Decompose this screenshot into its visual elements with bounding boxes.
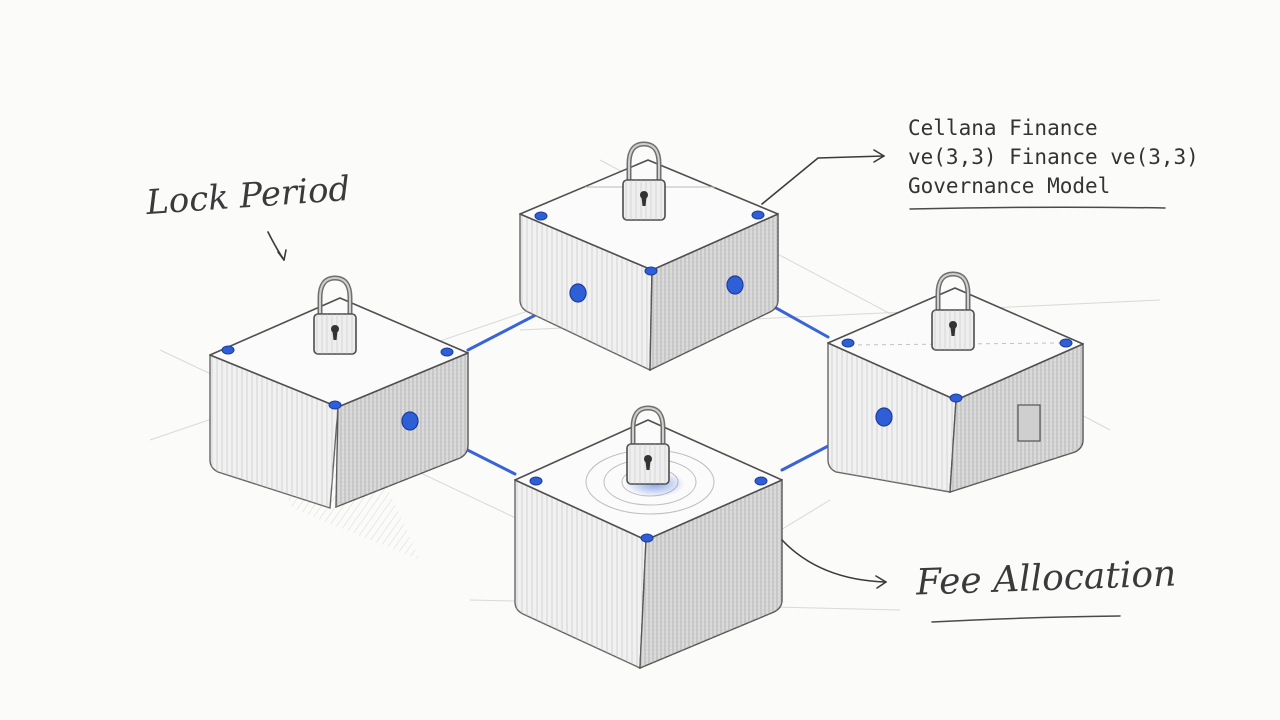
title-line-2: ve(3,3) Finance ve(3,3): [908, 145, 1199, 169]
annotation-arrows: [267, 149, 887, 589]
module-box-left: [209, 278, 469, 560]
padlock-icon: [932, 274, 974, 350]
padlock-icon: [314, 278, 356, 354]
underlines: [909, 206, 1166, 623]
module-box-top: [519, 144, 779, 372]
title-line-1: Cellana Finance: [908, 116, 1098, 140]
module-box-bottom: [514, 408, 783, 670]
title-line-3: Governance Model: [908, 174, 1111, 198]
module-box-right: [827, 274, 1084, 493]
padlock-icon: [623, 144, 665, 220]
diagram-title-block: Cellana Finance ve(3,3) Finance ve(3,3) …: [908, 114, 1199, 201]
